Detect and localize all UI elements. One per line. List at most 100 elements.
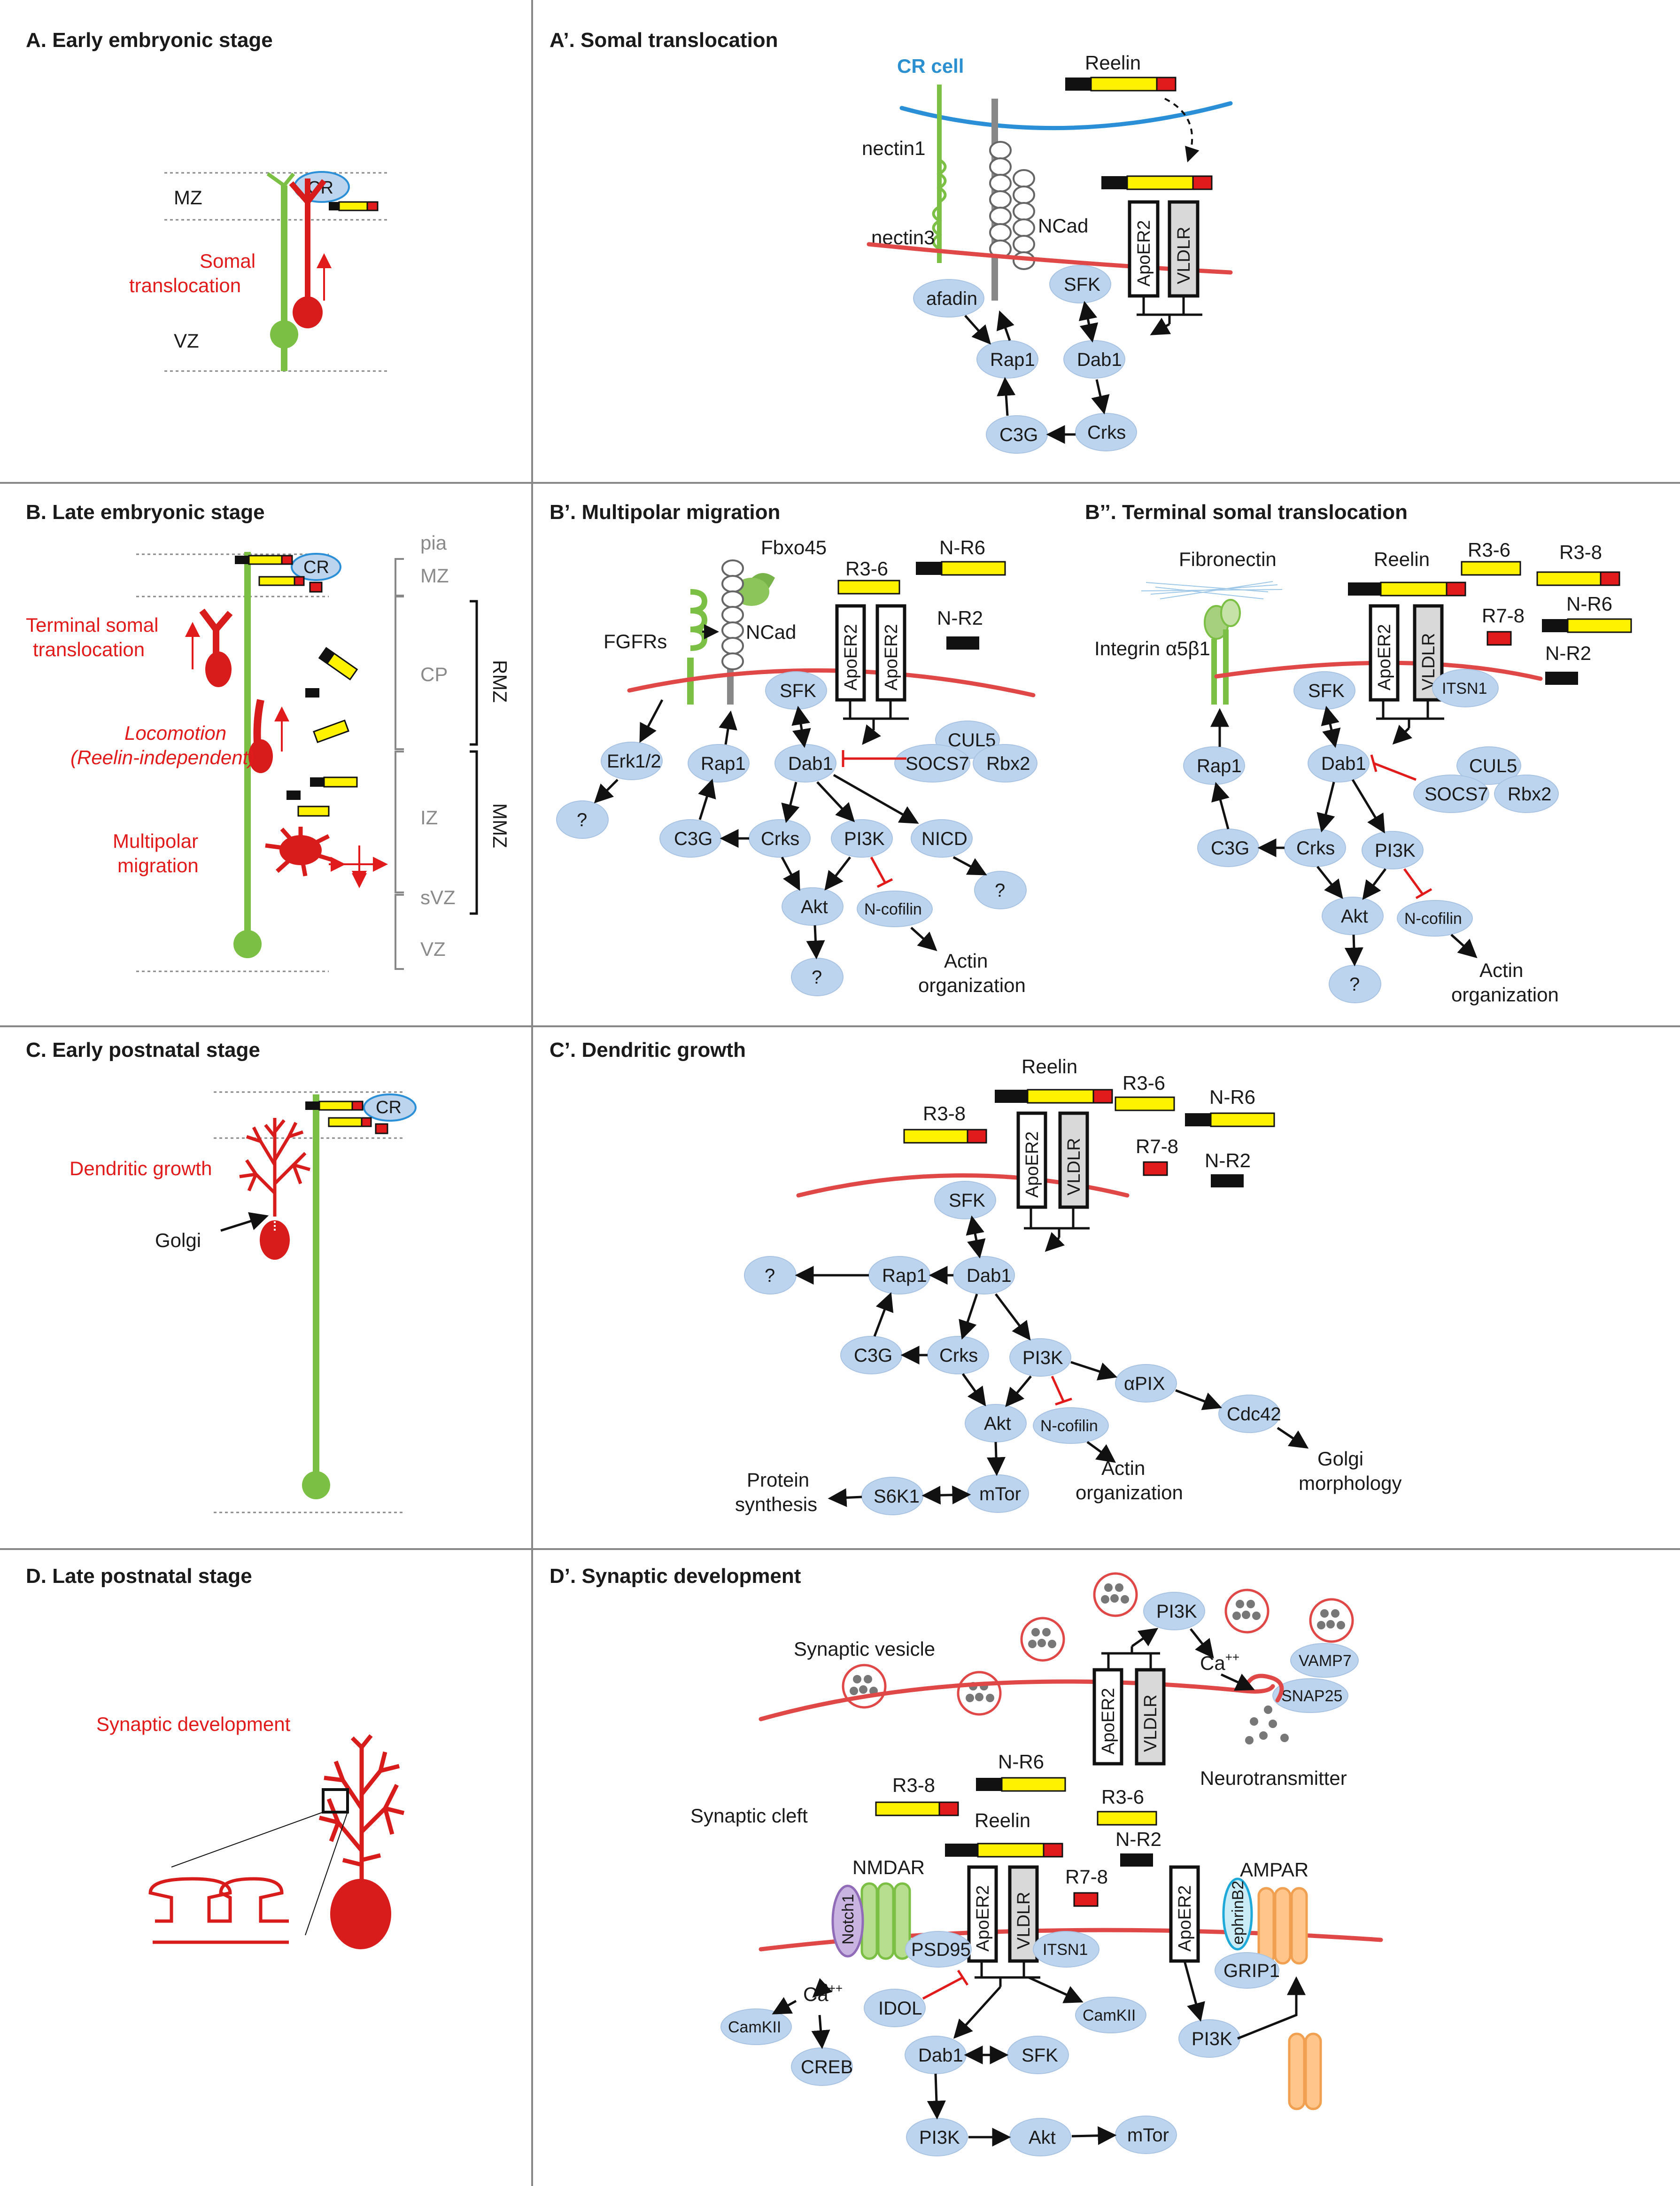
- nr2-label-b3: N-R2: [1545, 642, 1591, 664]
- c3g-node: C3G: [999, 425, 1038, 445]
- panel-b3-title: B’’. Terminal somal translocation: [1085, 501, 1408, 524]
- golgi-label-c: Golgi: [155, 1229, 201, 1251]
- vldlr-c2: VLDLR: [1064, 1138, 1084, 1196]
- dendritic-tree: [239, 1118, 310, 1217]
- nicd-node-b: NICD: [921, 829, 968, 849]
- iz-label: IZ: [420, 806, 438, 829]
- crks-node-b3: Crks: [1296, 838, 1335, 859]
- svz-label: sVZ: [420, 886, 456, 908]
- notch1-label: Notch1: [839, 1894, 857, 1945]
- vldlr-label: VLDLR: [1174, 227, 1194, 285]
- mz-label: MZ: [174, 186, 202, 209]
- pi3k-node-d2-top: PI3K: [1156, 1601, 1197, 1622]
- apoer2-c2: ApoER2: [1022, 1131, 1042, 1198]
- panel-a-prime: A’. Somal translocation CR cell Reelin n…: [550, 29, 1233, 454]
- vz-label: VZ: [174, 330, 199, 352]
- fbxo45-label: Fbxo45: [761, 536, 827, 558]
- ampar-channel: [1257, 1887, 1322, 2110]
- rap1-node-c2: Rap1: [882, 1265, 927, 1286]
- ncofilin-node-b: N-cofilin: [864, 900, 922, 918]
- nr2-label-c2: N-R2: [1205, 1149, 1251, 1171]
- reelin-label: Reelin: [1085, 52, 1141, 74]
- nr2-label-b: N-R2: [937, 607, 983, 629]
- reelin-label-b3: Reelin: [1374, 548, 1430, 570]
- sfk-node: SFK: [1064, 274, 1100, 295]
- grip1-node: GRIP1: [1223, 1961, 1280, 1981]
- socs7-node-b: SOCS7: [906, 753, 969, 774]
- nmdar-channel: [860, 1882, 911, 1960]
- panel-c: C. Early postnatal stage CR Dendritic gr…: [26, 1039, 417, 1513]
- creb-node: CREB: [801, 2057, 853, 2077]
- crks-node: Crks: [1087, 422, 1126, 443]
- sfk-node-b: SFK: [780, 681, 816, 701]
- vamp7-node: VAMP7: [1299, 1652, 1352, 1670]
- camkii-node-left: CamKII: [728, 2018, 781, 2036]
- cr-membrane: [899, 101, 1233, 131]
- akt-node-c2: Akt: [984, 1413, 1011, 1434]
- pi3k-node-d2-bottom: PI3K: [919, 2127, 960, 2148]
- apoer2-d2-pre: ApoER2: [1099, 1688, 1118, 1754]
- q-node-c2: ?: [765, 1265, 775, 1286]
- sfk-node-c2: SFK: [949, 1190, 985, 1211]
- vldlr-d2-pre: VLDLR: [1141, 1695, 1161, 1752]
- cp-label: CP: [420, 663, 448, 685]
- r36-label-d2: R3-6: [1101, 1786, 1144, 1808]
- cr-label-b: CR: [303, 558, 329, 577]
- r38-label-d2: R3-8: [892, 1774, 935, 1796]
- ncofilin-node-c2: N-cofilin: [1040, 1417, 1098, 1435]
- nr6-label-c2: N-R6: [1209, 1086, 1255, 1108]
- idol-node: IDOL: [878, 1998, 922, 2019]
- r78-label-c2: R7-8: [1136, 1135, 1178, 1157]
- ca-label-top: Ca++: [1200, 1650, 1239, 1674]
- ephrinb2-receptor: [1222, 1877, 1253, 1951]
- rap1-node-b3: Rap1: [1197, 756, 1242, 776]
- s6k1-node-c2: S6K1: [874, 1486, 920, 1507]
- panel-d2-title: D’. Synaptic development: [550, 1565, 801, 1588]
- c3g-node-b: C3G: [674, 829, 712, 849]
- panel-b: B. Late embryonic stage CR pia MZ CP IZ …: [26, 501, 511, 972]
- ca-label-bottom: Ca++: [803, 1981, 843, 2005]
- ncad-label-b: NCad: [746, 621, 796, 643]
- camkii-node-right: CamKII: [1083, 2007, 1136, 2024]
- rap1-node: Rap1: [990, 349, 1035, 370]
- mtor-node-d2: mTor: [1127, 2125, 1169, 2146]
- r36-label-b: R3-6: [845, 558, 888, 580]
- fgfrs-label: FGFRs: [604, 630, 667, 652]
- panel-d-title: D. Late postnatal stage: [26, 1565, 252, 1588]
- pi3k-node-c2: PI3K: [1022, 1348, 1063, 1368]
- apoer2-d2-post: ApoER2: [973, 1885, 993, 1952]
- q-node-b2: ?: [995, 880, 1005, 901]
- rbx2-node-b3: Rbx2: [1508, 784, 1551, 805]
- r36-label-c2: R3-6: [1123, 1072, 1165, 1094]
- mature-neuron: [318, 1734, 405, 1888]
- apoer2-b1: ApoER2: [841, 624, 861, 690]
- pia-label: pia: [420, 532, 447, 554]
- panel-c-prime: C’. Dendritic growth Reelin R3-8 R3-6 N-…: [550, 1039, 1401, 1515]
- akt-node-b: Akt: [801, 897, 828, 917]
- cr-cell-label: CR cell: [897, 55, 964, 77]
- neurotransmitter-label: Neurotransmitter: [1200, 1767, 1347, 1789]
- rbx2-node-b: Rbx2: [986, 753, 1030, 774]
- panel-d: D. Late postnatal stage Synaptic develop…: [26, 1565, 405, 1949]
- nr6-label-d2: N-R6: [998, 1751, 1044, 1773]
- c3g-node-c2: C3G: [854, 1345, 892, 1366]
- apoer2-d2-ampar: ApoER2: [1175, 1885, 1195, 1952]
- dab1-node-c2: Dab1: [967, 1265, 1012, 1286]
- apoer2-receptor: [1128, 200, 1160, 298]
- sfk-node-d2: SFK: [1022, 2045, 1058, 2066]
- synaptic-label-d: Synaptic development: [96, 1713, 291, 1735]
- panel-a2-title: A’. Somal translocation: [550, 29, 778, 52]
- nr6-label-b: N-R6: [939, 536, 985, 558]
- cr-label-c: CR: [376, 1098, 402, 1117]
- r78-label-d2: R7-8: [1065, 1866, 1108, 1888]
- nr6-label-b3: N-R6: [1566, 593, 1612, 615]
- cul5-node-b3: CUL5: [1469, 756, 1517, 776]
- crks-node-c2: Crks: [939, 1345, 978, 1366]
- socs7-node-b3: SOCS7: [1425, 784, 1488, 805]
